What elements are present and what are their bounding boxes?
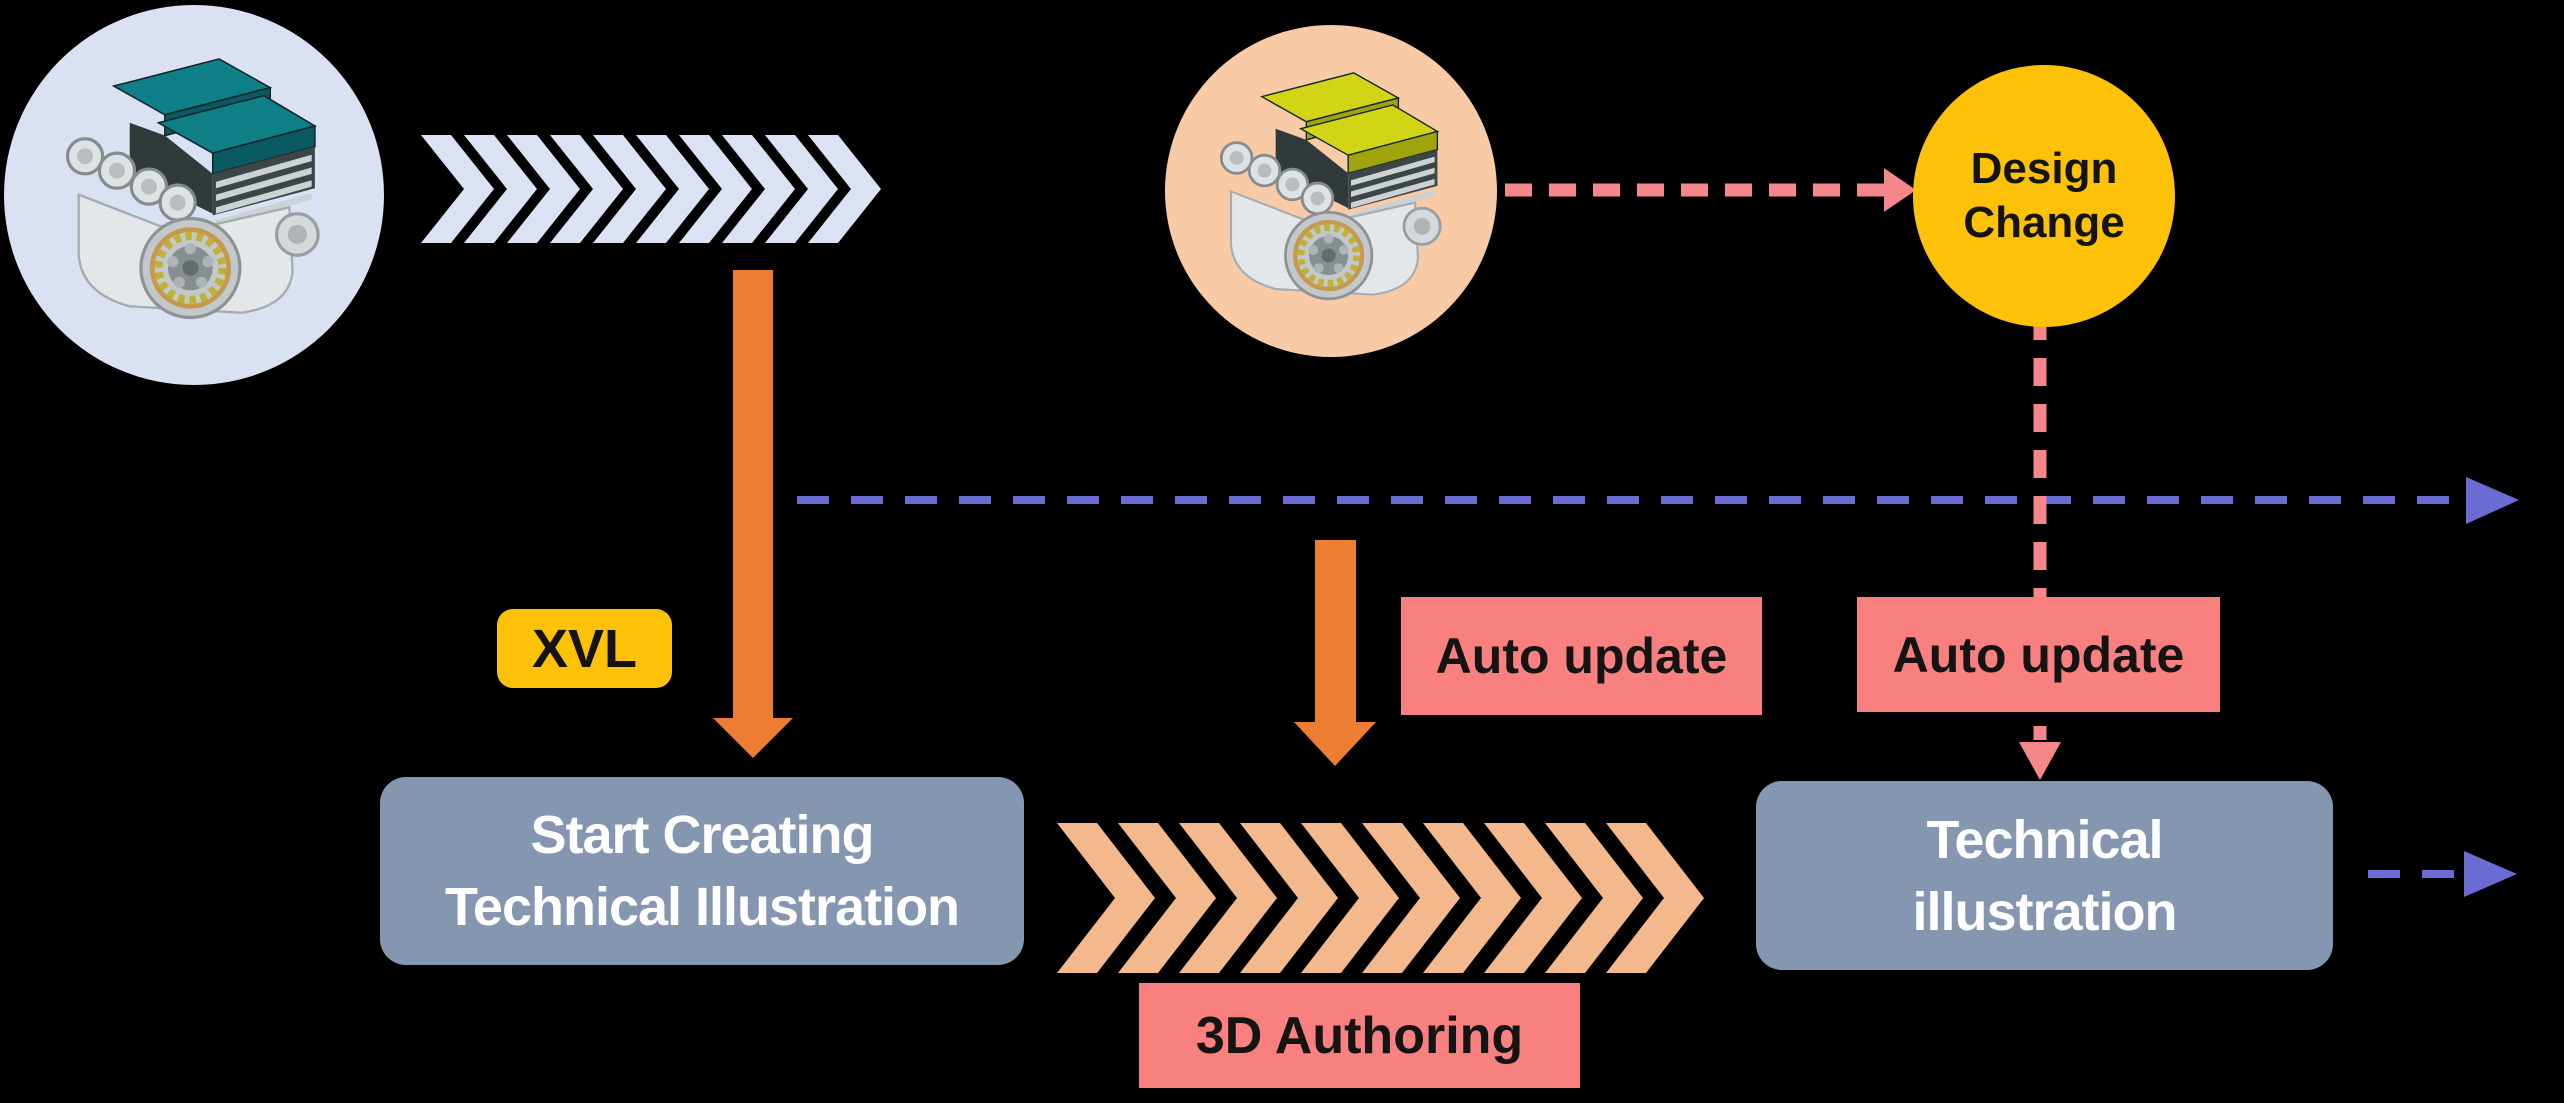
design-change-dashed-arrow: [1505, 168, 1916, 212]
technical-illustration-node: Technical illustration: [1756, 781, 2333, 970]
xvl-badge: XVL: [497, 609, 672, 688]
xvl-export-arrow: [713, 270, 793, 758]
start-creating-label-line2: Technical Illustration: [444, 877, 960, 937]
xvl-badge-label: XVL: [531, 618, 638, 679]
output-dashed-arrow: [2368, 851, 2517, 897]
auto-update-badge-1: Auto update: [1401, 597, 1762, 715]
original-3d-model-circle: [4, 5, 384, 385]
updated-3d-model-circle: [1165, 25, 1497, 357]
technical-illustration-label-line2: illustration: [1912, 881, 2177, 942]
engine-3d-model-teal-icon: [66, 58, 321, 320]
timeline-dashed-arrow: [797, 477, 2519, 524]
auto-update-label-2: Auto update: [1892, 626, 2185, 683]
design-change-node: Design Change: [1913, 65, 2175, 327]
technical-illustration-label-line1: Technical: [1926, 809, 2163, 870]
auto-update-badge-2: Auto update: [1857, 597, 2220, 712]
design-change-label-line2: Change: [1963, 198, 2125, 247]
start-creating-label-line1: Start Creating: [530, 805, 874, 865]
update-feed-arrow: [1294, 540, 1376, 766]
auto-update-dashed-arrow: [2019, 312, 2061, 780]
authoring-progress-chevrons: [1057, 823, 1704, 973]
3d-authoring-badge: 3D Authoring: [1139, 983, 1580, 1088]
design-progress-chevrons: [421, 135, 881, 243]
engine-3d-model-yellow-icon: [1219, 71, 1442, 300]
auto-update-label-1: Auto update: [1435, 628, 1728, 684]
3d-authoring-label: 3D Authoring: [1195, 1006, 1524, 1065]
design-change-label-line1: Design: [1970, 144, 2118, 193]
start-creating-node: Start Creating Technical Illustration: [380, 777, 1024, 965]
